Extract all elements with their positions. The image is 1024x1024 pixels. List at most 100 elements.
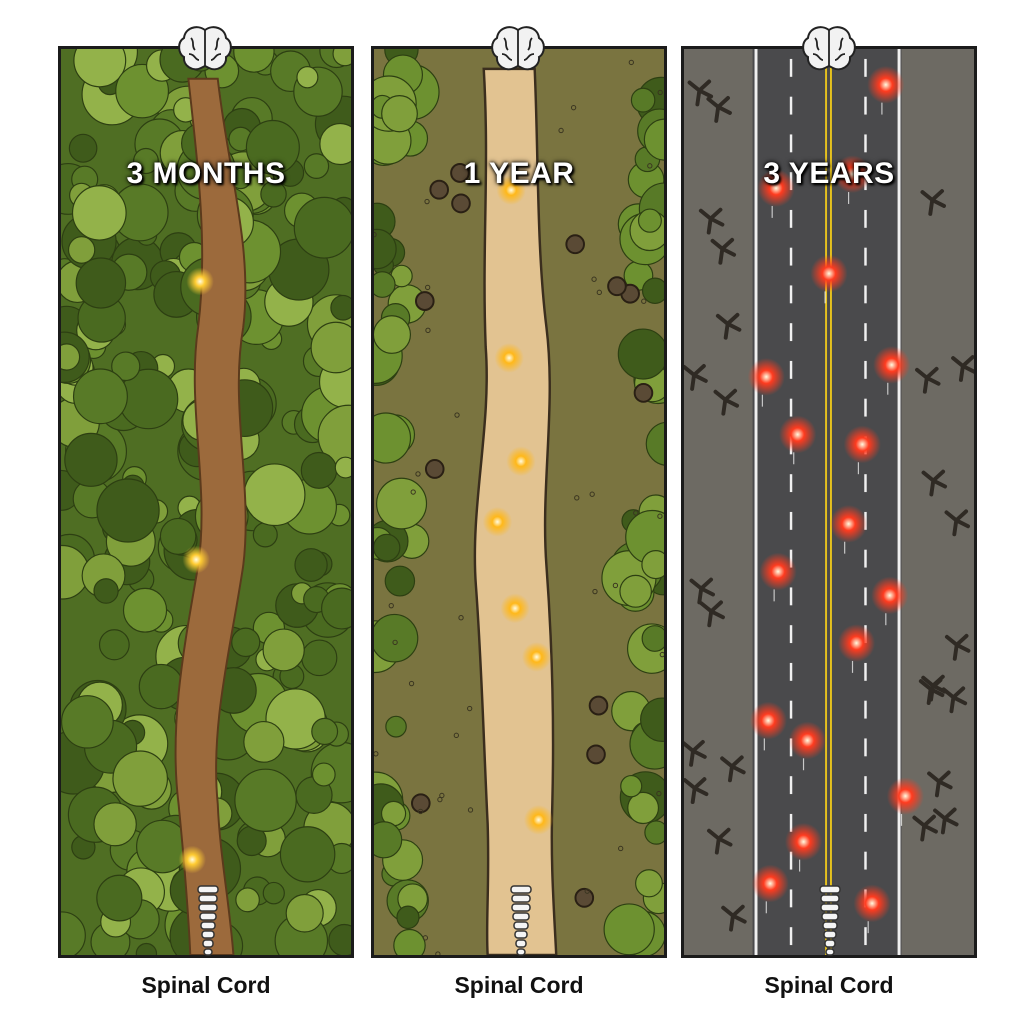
lane-dash: [790, 97, 792, 115]
bush: [374, 534, 400, 561]
tree-canopy: [313, 763, 336, 786]
lane-dash: [864, 474, 866, 492]
bush: [631, 88, 654, 112]
lane-dash: [790, 361, 792, 379]
lane-dash: [864, 361, 866, 379]
lane-dash: [864, 59, 866, 77]
signal-glow: [867, 66, 904, 104]
signal-glow: [750, 702, 787, 740]
signal-glow: [752, 865, 789, 903]
tree-canopy: [97, 479, 159, 542]
tree-canopy: [97, 875, 142, 921]
signal-glow: [522, 642, 551, 672]
bush: [374, 614, 418, 661]
bush: [386, 716, 406, 737]
tree-stump: [416, 292, 434, 310]
tree-canopy: [113, 751, 167, 806]
lane-dash: [790, 134, 792, 152]
signal-glow: [871, 577, 908, 615]
lane-dash: [790, 248, 792, 266]
panel-1-year: 1 YEAR: [371, 46, 667, 958]
signal-glow: [500, 593, 529, 623]
tree-canopy: [100, 630, 130, 660]
tree-canopy: [280, 827, 334, 882]
tree-canopy: [263, 629, 304, 671]
tree-stump: [635, 384, 653, 402]
lane-dash: [790, 701, 792, 719]
lane-dash: [864, 323, 866, 341]
lane-dash: [864, 248, 866, 266]
brain-icon: [177, 24, 233, 76]
spine-icon: [816, 884, 844, 956]
bush: [642, 551, 664, 579]
tree-canopy: [69, 237, 95, 264]
signal-glow: [186, 268, 213, 296]
signal-glow: [748, 358, 785, 396]
signal-glow: [779, 416, 816, 454]
panel-title: 3 MONTHS: [61, 157, 351, 191]
lane-dash: [864, 927, 866, 945]
tree-canopy: [73, 186, 127, 240]
signal-glow: [182, 546, 209, 574]
signal-glow: [179, 846, 206, 874]
tree-stump: [590, 697, 608, 715]
tree-canopy: [76, 258, 125, 308]
lane-dash: [790, 210, 792, 228]
bush: [377, 478, 427, 529]
tree-canopy: [139, 664, 183, 708]
signal-glow: [759, 553, 796, 591]
tree-canopy: [236, 888, 259, 912]
spine-icon: [194, 884, 222, 956]
tree-canopy: [297, 67, 318, 88]
signal-glow: [810, 255, 847, 293]
tree-canopy: [263, 882, 284, 903]
brain-icon: [490, 24, 546, 76]
tree-stump: [575, 889, 593, 907]
tree-stump: [426, 460, 444, 478]
tree-canopy: [244, 722, 284, 763]
bush: [639, 209, 662, 232]
lane-dash: [864, 701, 866, 719]
panel-3-months: 3 MONTHS: [58, 46, 354, 958]
tree-stump: [587, 745, 605, 763]
tree-canopy: [65, 433, 117, 486]
lane-dash: [790, 663, 792, 681]
tree-canopy: [94, 803, 136, 846]
tree-canopy: [301, 453, 336, 489]
lane-dash: [864, 814, 866, 832]
tree-stump: [452, 194, 470, 212]
tree-canopy: [94, 579, 118, 603]
lane-dash: [864, 285, 866, 303]
bush: [621, 776, 642, 797]
signal-glow: [483, 507, 512, 537]
panel-title: 3 YEARS: [684, 157, 974, 191]
tree-canopy: [302, 640, 337, 675]
tree-canopy: [232, 628, 260, 656]
tree-stump: [566, 235, 584, 253]
tree-canopy: [235, 769, 296, 831]
tree-canopy: [335, 457, 351, 478]
lane-dash: [790, 285, 792, 303]
bush: [604, 904, 654, 955]
bush: [385, 566, 414, 596]
lane-dash: [864, 738, 866, 756]
tree-canopy: [74, 369, 128, 424]
tree-stump: [608, 277, 626, 295]
lane-dash: [864, 587, 866, 605]
panel-3-years: 3 YEARS: [681, 46, 977, 958]
lane-dash: [864, 97, 866, 115]
lane-dash: [790, 59, 792, 77]
signal-glow: [844, 426, 881, 464]
signal-glow: [524, 805, 553, 835]
bush: [374, 316, 410, 354]
bush: [374, 272, 395, 298]
brain-icon: [801, 24, 857, 76]
bush: [394, 929, 425, 955]
tree-canopy: [294, 197, 351, 258]
bush: [636, 870, 663, 897]
tree-canopy: [331, 295, 351, 320]
signal-glow: [830, 505, 867, 543]
lane-dash: [864, 550, 866, 568]
lane-dash: [864, 852, 866, 870]
